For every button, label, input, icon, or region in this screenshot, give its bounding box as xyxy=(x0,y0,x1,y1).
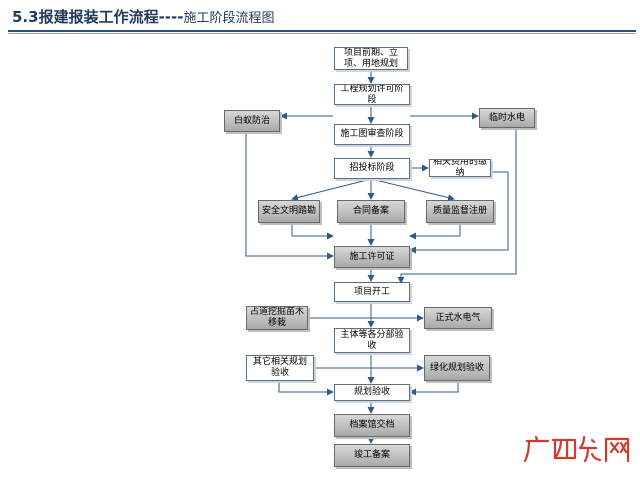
edge-n4-n8 xyxy=(291,178,372,201)
node-temp-water-power: 临时水电 xyxy=(479,108,535,128)
edge-n16-n18 xyxy=(278,381,334,396)
edge-n7-n12 xyxy=(397,128,517,284)
node-formal-utilities: 正式水电气 xyxy=(424,307,492,329)
node-contract-filing: 合同备案 xyxy=(337,200,405,223)
edge-n5-n11 xyxy=(409,171,509,254)
node-road-excavation: 占道挖掘苗木移栽 xyxy=(246,306,308,330)
node-construction-permit: 施工许可证 xyxy=(334,246,410,268)
page-title: 5.3报建报装工作流程----施工阶段流程图 xyxy=(12,6,275,30)
title-rule-thin xyxy=(8,33,636,34)
edge-n6-n11 xyxy=(245,132,334,260)
node-other-planning-acceptance: 其它相关规划验收 xyxy=(246,355,314,381)
node-termite-control: 白蚁防治 xyxy=(224,110,280,132)
node-project-start: 项目开工 xyxy=(334,282,410,302)
title-rule xyxy=(8,30,636,32)
node-safety-inspection: 安全文明踏勘 xyxy=(258,200,320,223)
edge-n17-n18 xyxy=(409,381,459,396)
node-subsection-acceptance: 主体等各分部验收 xyxy=(334,328,410,353)
node-archive-submission: 档案馆交档 xyxy=(334,414,410,437)
node-greening-acceptance: 绿化规划验收 xyxy=(424,355,490,381)
title-main: 5.3报建报装工作流程---- xyxy=(12,8,184,26)
node-planning-acceptance: 规划验收 xyxy=(334,384,410,401)
title-sub: 施工阶段流程图 xyxy=(183,11,275,26)
node-drawing-review-stage: 施工图审查阶段 xyxy=(334,124,410,145)
node-quality-registration: 质量监督注册 xyxy=(426,200,494,223)
edge-n4-n10 xyxy=(370,178,455,201)
watermark-logo-image xyxy=(523,435,630,463)
node-completion-filing: 竣工备案 xyxy=(334,444,410,467)
node-fee-payment: 相关费用的缴纳 xyxy=(429,159,491,177)
edge-n10-n11 xyxy=(409,223,461,240)
node-bidding-stage: 招投标阶段 xyxy=(334,158,410,179)
edge-n8-n11 xyxy=(291,223,334,240)
watermark-logo xyxy=(520,432,636,466)
node-project-preliminary: 项目前期、立项、用地规划 xyxy=(334,47,408,70)
node-planning-permit-stage: 工程规划许可阶段 xyxy=(334,84,410,105)
